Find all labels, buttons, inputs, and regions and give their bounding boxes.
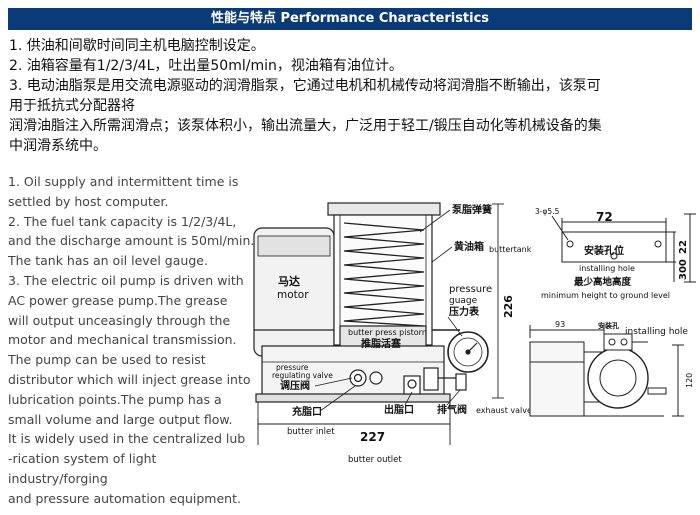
en-line: AC power grease pump.The grease bbox=[8, 292, 228, 308]
motor-label-zh: 马达 bbox=[278, 274, 300, 288]
en-line: settled by host computer. bbox=[8, 193, 169, 209]
dimension-120: 120 bbox=[685, 373, 694, 388]
tank-cap bbox=[327, 202, 441, 216]
regulating-label-zh: 调压阀 bbox=[280, 379, 310, 392]
zh-line: 润滑油脂注入所需润滑点；该泵体积小，输出流量大，广泛用于轻工/锻压自动化等机械设… bbox=[9, 118, 602, 134]
install-hole-label-en: installing hole bbox=[579, 264, 635, 273]
regulating-label-en-2: regulating valve bbox=[272, 371, 333, 380]
spring-label: 泵脂弹簧 bbox=[452, 203, 492, 216]
zh-line: 1. 供油和间歇时间同主机电脑控制设定。 bbox=[9, 38, 265, 54]
en-line: The pump can be used to resist bbox=[8, 352, 206, 368]
install-hole-label-en-2: installing hole bbox=[625, 327, 688, 337]
en-line: The tank has an oil level gauge. bbox=[8, 253, 208, 269]
en-line: motor and mechanical transmission. bbox=[8, 332, 237, 348]
english-description: 1. Oil supply and intermittent time is s… bbox=[8, 172, 258, 509]
dimension-93: 93 bbox=[555, 320, 565, 329]
piston-label-en: butter press pistorn bbox=[348, 328, 427, 337]
zh-line: 2. 油箱容量有1/2/3/4L，吐出量50ml/min，视油箱有油位计。 bbox=[9, 58, 403, 74]
en-line: It is widely used in the centralized lub bbox=[8, 431, 246, 447]
outlet-label-zh: 出脂口 bbox=[384, 403, 414, 416]
en-line: lubrication points.The pump has a bbox=[8, 391, 222, 407]
dimension-height: 226 bbox=[502, 295, 515, 318]
en-line: and pressure automation equipment. bbox=[8, 490, 241, 506]
section-title-banner: 性能与特点 Performance Characteristics bbox=[8, 8, 692, 30]
grease-spring bbox=[343, 222, 425, 327]
inlet-label-zh: 充脂口 bbox=[292, 405, 322, 418]
en-line: 1. Oil supply and intermittent time is bbox=[8, 174, 239, 189]
zh-line: 中润滑系统中。 bbox=[9, 138, 107, 154]
en-line: distributor which will inject grease int… bbox=[8, 371, 251, 387]
install-hole-label-zh-2: 安装孔 bbox=[598, 321, 619, 330]
en-line: and the discharge amount is 50ml/min. bbox=[8, 233, 255, 249]
motor-label-en: motor bbox=[277, 289, 309, 301]
dimension-width: 227 bbox=[360, 430, 385, 444]
en-line: will output unceasingly through the bbox=[8, 312, 231, 328]
outlet-label-en: butter outlet bbox=[348, 455, 402, 465]
en-line: 3. The electric oil pump is driven with bbox=[8, 272, 244, 288]
install-hole-plan bbox=[551, 213, 696, 283]
en-line: 2. The fuel tank capacity is 1/2/3/4L, bbox=[8, 213, 237, 229]
min-height-label-zh: 最少高地高度 bbox=[574, 276, 632, 288]
zh-line: 用于抵抗式分配器将 bbox=[9, 98, 135, 114]
tank-label-zh: 黄油箱 bbox=[454, 240, 484, 253]
install-hole-label-zh: 安装孔位 bbox=[584, 244, 624, 257]
pressure-label-en: pressure bbox=[449, 284, 492, 295]
dimension-72: 72 bbox=[596, 210, 613, 224]
dimension-300: 300 bbox=[678, 259, 689, 280]
chinese-description: 1. 供油和间歇时间同主机电脑控制设定。 2. 油箱容量有1/2/3/4L，吐出… bbox=[9, 36, 693, 156]
gauge-label-zh: 压力表 bbox=[449, 305, 480, 318]
zh-line: 3. 电动油脂泵是用交流电源驱动的润滑脂泵，它通过电机和机械传动将润滑脂不断输出… bbox=[9, 78, 601, 94]
tank-label-en: buttertank bbox=[489, 245, 532, 254]
butter-inlet-port bbox=[403, 375, 421, 395]
dimension-22: 22 bbox=[678, 240, 689, 254]
hole-spec-label: 3-φ5.5 bbox=[535, 207, 560, 216]
piston-label-zh: 推脂活塞 bbox=[361, 337, 402, 350]
pressure-regulating-valve bbox=[349, 369, 367, 387]
pump-side-view bbox=[529, 325, 684, 417]
en-line: small volume and large output flow. bbox=[8, 411, 233, 427]
gauge-label-en: guage bbox=[449, 296, 478, 306]
inlet-label-en: butter inlet bbox=[287, 427, 335, 437]
exhaust-label-en: exhaust valve bbox=[476, 406, 532, 415]
exhaust-label-zh: 排气阀 bbox=[437, 403, 467, 416]
exhaust-valve bbox=[455, 373, 467, 391]
en-line: -rication system of light industry/forgi… bbox=[8, 451, 157, 486]
min-height-label-en: minimum height to ground level bbox=[541, 291, 670, 300]
regulating-label-en-1: pressure bbox=[276, 363, 309, 372]
